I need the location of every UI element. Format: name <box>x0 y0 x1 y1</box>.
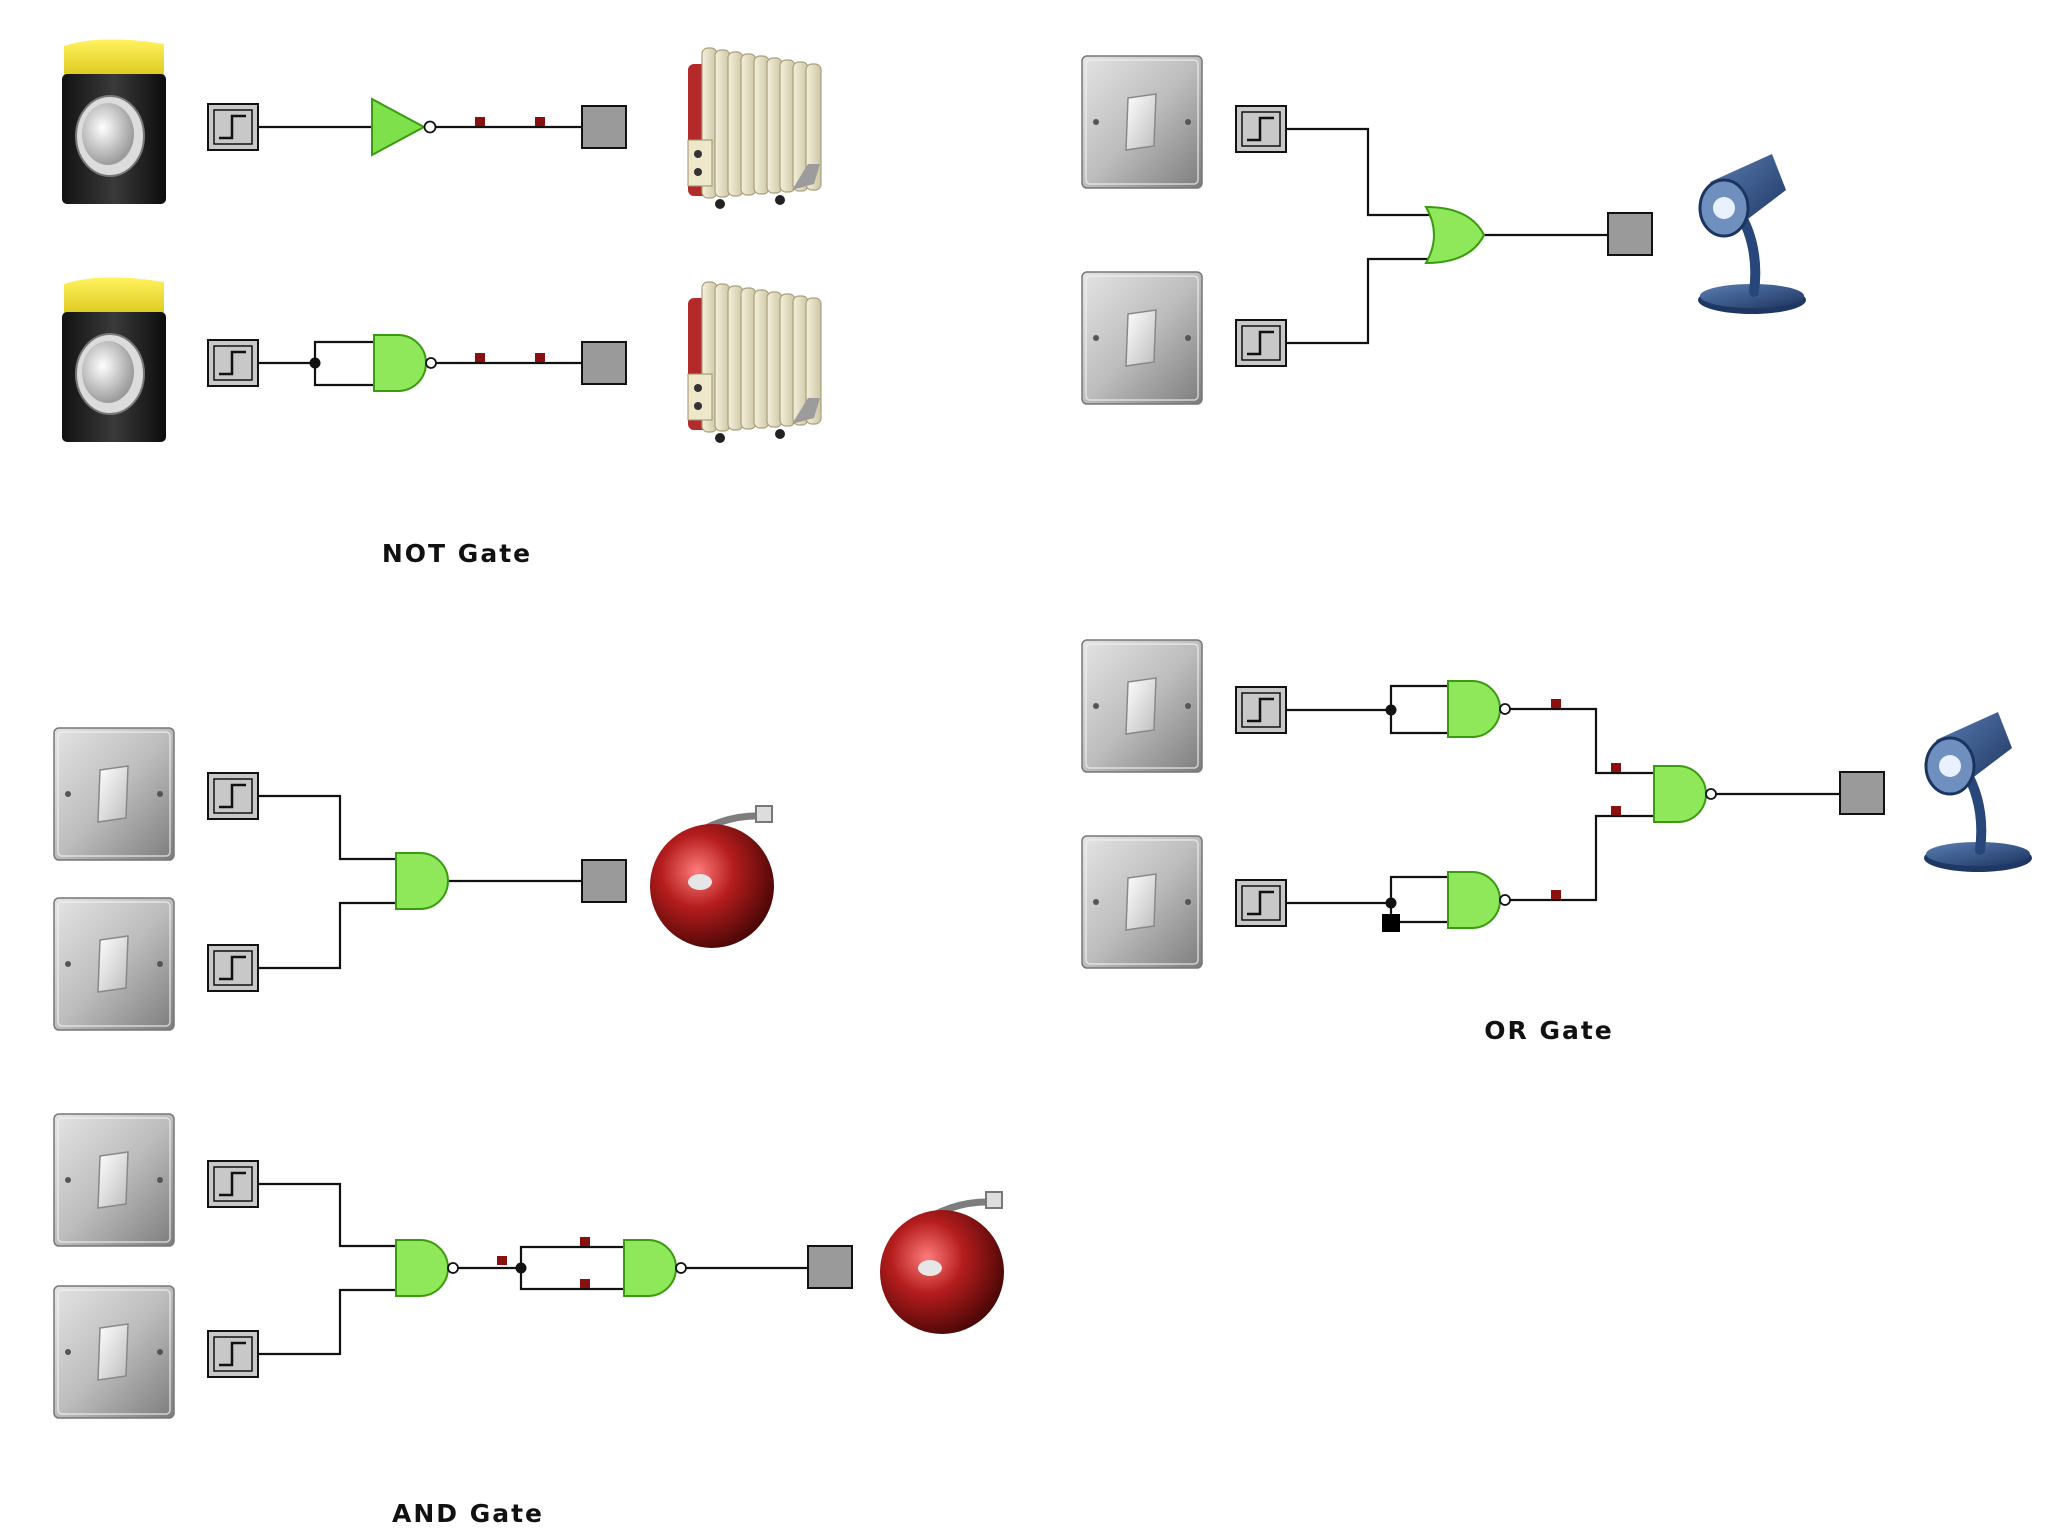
push-button-icon[interactable] <box>62 277 166 442</box>
not-gate-caption: NOT Gate <box>382 539 532 568</box>
probe-marker <box>1551 699 1561 708</box>
wall-switch-icon[interactable] <box>53 1285 175 1419</box>
push-button-icon[interactable] <box>62 39 166 204</box>
step-input-icon[interactable] <box>1235 686 1287 734</box>
radiator-icon <box>687 281 822 443</box>
wall-switch-icon[interactable] <box>1081 271 1203 405</box>
wire <box>258 901 396 970</box>
wire <box>1510 814 1654 902</box>
wire <box>258 794 396 861</box>
wire <box>1286 127 1430 217</box>
wire <box>1510 707 1654 775</box>
alarm-bell-icon <box>880 1191 1004 1334</box>
probe-marker <box>580 1237 590 1246</box>
output-indicator <box>581 859 627 903</box>
icons-layer <box>53 39 2032 1419</box>
and-gate <box>395 852 449 910</box>
wall-switch-icon[interactable] <box>1081 639 1203 773</box>
probe-marker <box>580 1279 590 1288</box>
probe-marker <box>475 117 485 126</box>
probe-marker <box>1611 806 1621 815</box>
step-input-icon[interactable] <box>1235 879 1287 927</box>
output-indicator <box>807 1245 853 1289</box>
step-input-icon[interactable] <box>207 1330 259 1378</box>
desk-lamp-icon <box>1924 712 2032 872</box>
nand-gate <box>373 334 437 392</box>
output-indicator <box>581 341 627 385</box>
step-input-icon[interactable] <box>207 944 259 992</box>
wire <box>1389 875 1448 903</box>
wire <box>519 1268 624 1291</box>
nand-gate <box>1447 680 1511 738</box>
step-input-icon[interactable] <box>1235 319 1287 367</box>
wall-switch-icon[interactable] <box>53 1113 175 1247</box>
step-input-icon[interactable] <box>207 103 259 151</box>
wall-switch-icon[interactable] <box>53 727 175 861</box>
wire <box>313 340 374 363</box>
or-gate <box>1424 205 1486 265</box>
probe-marker <box>1551 890 1561 899</box>
or-gate-caption: OR Gate <box>1484 1016 1614 1045</box>
probe-marker <box>1611 763 1621 772</box>
wall-switch-icon[interactable] <box>1081 835 1203 969</box>
output-indicator <box>1607 212 1653 256</box>
nand-gate <box>395 1239 459 1297</box>
step-input-icon[interactable] <box>207 1160 259 1208</box>
and-gate-caption: AND Gate <box>392 1499 544 1528</box>
nand-gate <box>1447 871 1511 929</box>
wire <box>519 1245 624 1268</box>
output-indicator <box>1839 771 1885 815</box>
desk-lamp-icon <box>1698 154 1806 314</box>
wire <box>258 1288 396 1356</box>
step-input-icon[interactable] <box>207 772 259 820</box>
probe-marker <box>535 117 545 126</box>
gates-layer <box>207 97 1885 1378</box>
step-input-icon[interactable] <box>207 339 259 387</box>
wire <box>1389 684 1448 710</box>
probe-marker <box>475 353 485 362</box>
probe-marker <box>535 353 545 362</box>
wires-layer <box>258 117 1840 1356</box>
step-input-icon[interactable] <box>1235 105 1287 153</box>
alarm-bell-icon <box>650 805 774 948</box>
wire <box>313 363 374 387</box>
wire <box>258 1182 396 1248</box>
radiator-icon <box>687 47 822 209</box>
node-marker <box>1382 914 1400 932</box>
wire <box>1286 257 1430 345</box>
nand-gate <box>1653 765 1717 823</box>
output-indicator <box>581 105 627 149</box>
nand-gate <box>623 1239 687 1297</box>
probe-marker <box>497 1256 507 1265</box>
not-gate <box>371 97 437 157</box>
wall-switch-icon[interactable] <box>1081 55 1203 189</box>
wire <box>1389 710 1448 735</box>
wall-switch-icon[interactable] <box>53 897 175 1031</box>
